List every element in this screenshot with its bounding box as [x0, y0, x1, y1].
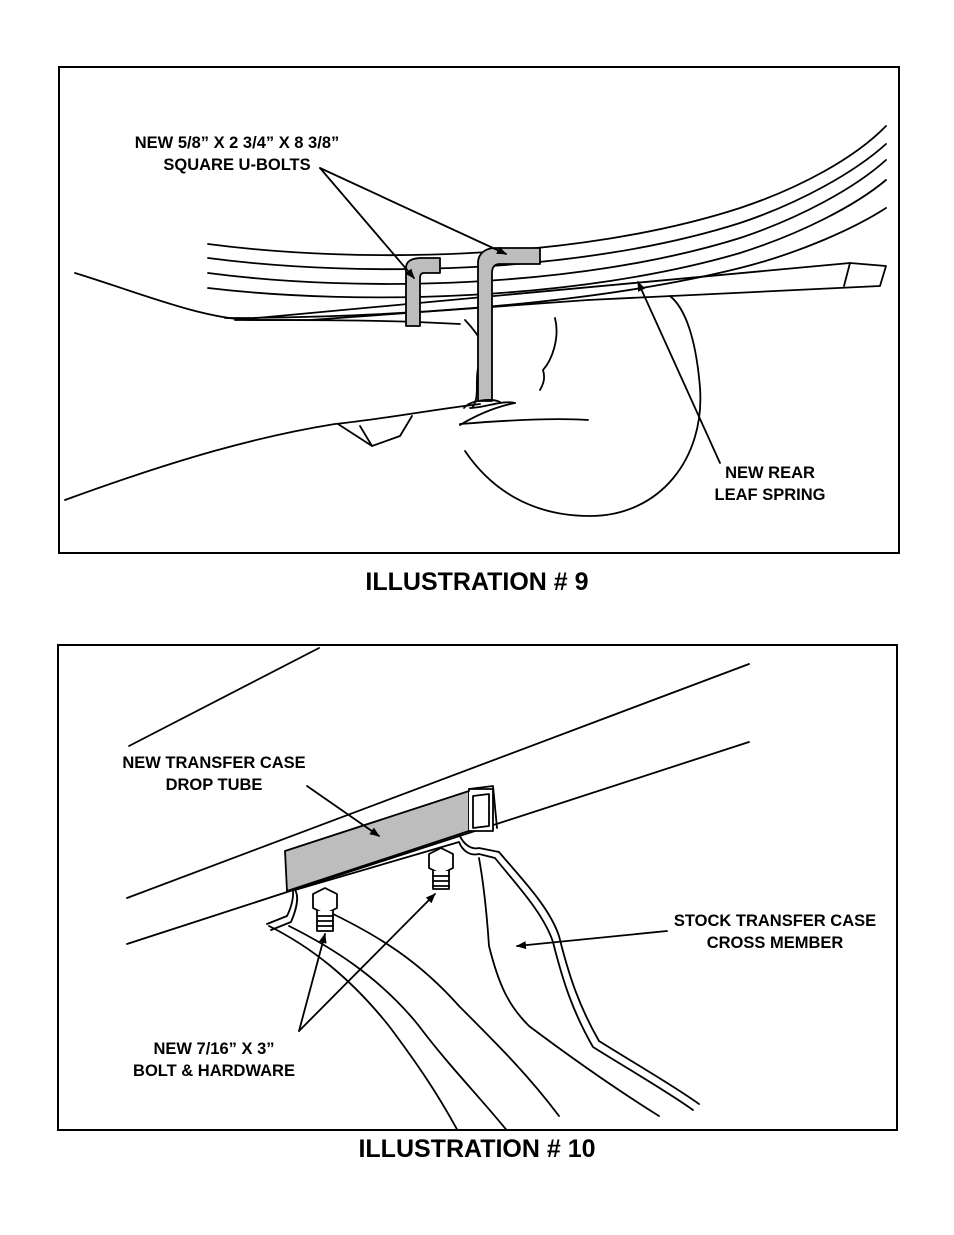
u-bolt-left — [405, 257, 441, 327]
leader-ubolts-left — [319, 167, 415, 279]
callout-u-bolts-line2: SQUARE U-BOLTS — [163, 156, 311, 174]
drop-tube-end — [472, 793, 490, 829]
callout-drop-tube: NEW TRANSFER CASE DROP TUBE — [99, 752, 329, 796]
illustration-10-caption: ILLUSTRATION # 10 — [358, 1135, 596, 1163]
leaf-spring-drawing — [64, 125, 887, 517]
callout-cross-member: STOCK TRANSFER CASE CROSS MEMBER — [655, 910, 895, 954]
callout-leaf-spring-line1: NEW REAR — [725, 464, 815, 482]
callout-leaf-spring-line2: LEAF SPRING — [714, 486, 826, 504]
spring-leaf-3 — [207, 159, 887, 285]
spring-leaf-1 — [207, 125, 887, 257]
callout-u-bolts: NEW 5/8” X 2 3/4” X 8 3/8” SQUARE U-BOLT… — [107, 132, 367, 176]
frame-rail-upper — [126, 663, 750, 899]
callout-bolt-hardware-line1: NEW 7/16” X 3” — [153, 1040, 275, 1058]
leader-ubolts-right — [319, 167, 507, 255]
illustration-9-panel: NEW 5/8” X 2 3/4” X 8 3/8” SQUARE U-BOLT… — [58, 66, 900, 554]
illustration-9-caption: ILLUSTRATION # 9 — [365, 568, 589, 596]
callout-cross-member-line1: STOCK TRANSFER CASE — [673, 912, 877, 930]
transfer-case-drawing — [126, 647, 750, 1129]
callout-leaf-spring: NEW REAR LEAF SPRING — [690, 462, 850, 506]
bolt-left — [312, 887, 338, 932]
callout-u-bolts-line1: NEW 5/8” X 2 3/4” X 8 3/8” — [134, 134, 340, 152]
callout-drop-tube-line1: NEW TRANSFER CASE — [122, 754, 306, 772]
spring-leaf-5 — [224, 207, 887, 319]
spring-pad-bracket — [337, 415, 413, 447]
callout-bolt-hardware: NEW 7/16” X 3” BOLT & HARDWARE — [109, 1038, 319, 1082]
leader-leaf-spring — [637, 281, 721, 464]
brake-drum-outline — [464, 295, 702, 517]
spring-main-leaf — [234, 262, 887, 321]
illustration-10-panel: NEW TRANSFER CASE DROP TUBE STOCK TRANSF… — [57, 644, 898, 1131]
leader-cross-member — [516, 930, 668, 950]
leader-drop-tube — [306, 785, 380, 837]
frame-rail-lower — [126, 741, 750, 945]
axle-lower-edge — [64, 403, 481, 501]
frame-rail-top — [128, 647, 320, 747]
u-bolt-right — [477, 247, 541, 402]
axle-right-edge — [459, 418, 589, 425]
callout-bolt-hardware-line2: BOLT & HARDWARE — [133, 1062, 295, 1080]
bolt-right — [428, 847, 454, 890]
leader-bolt-left — [298, 933, 327, 1032]
cross-member-inner-left — [268, 925, 458, 1129]
callout-drop-tube-line2: DROP TUBE — [165, 776, 263, 794]
spring-leaf-4 — [207, 179, 887, 299]
leader-bolt-right — [298, 893, 436, 1032]
spring-leaf-2 — [207, 143, 887, 271]
callout-cross-member-line2: CROSS MEMBER — [706, 934, 844, 952]
